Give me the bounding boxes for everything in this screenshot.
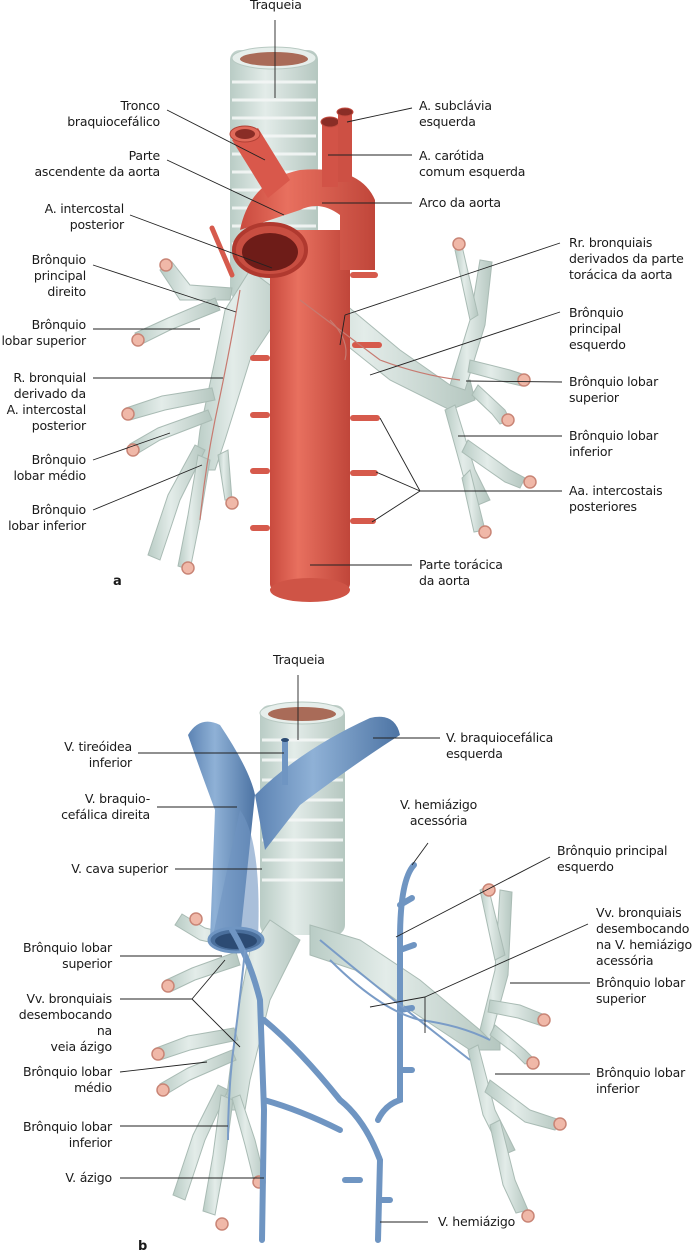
figure-letter-b: b (138, 1239, 148, 1254)
panel-a-arterial-supply: Traqueia Tronco braquiocefálico Parte as… (0, 0, 692, 620)
leader-lines (119, 675, 590, 1223)
bronchial-arteries (199, 289, 461, 521)
left-bronchus-openings (452, 237, 537, 539)
label-bronquio-principal-esquerdo-b: Brônquio principal esquerdo (557, 843, 668, 874)
label-a-carotida-comum-esquerda: A. carótida comum esquerda (419, 148, 526, 179)
label-a-subclavia-esquerda: A. subclávia esquerda (419, 98, 492, 129)
label-v-hemiazigo: V. hemiázigo (438, 1214, 516, 1229)
label-v-hemiazigo-acessoria: V. hemiázigo acessória (400, 797, 478, 828)
label-bronquio-lobar-superior-esquerdo-b: Brônquio lobar superior (596, 975, 686, 1006)
bronchial-veins (227, 939, 491, 1141)
figure-letter-a: a (113, 574, 122, 589)
panel-b-venous-drainage: Traqueia V. tireóidea inferior V. braqui… (0, 640, 692, 1256)
label-v-tireoidea-inferior: V. tireóidea inferior (64, 739, 132, 770)
label-arco-da-aorta: Arco da aorta (419, 195, 501, 210)
label-v-braquiocefalica-esquerda: V. braquiocefálica esquerda (446, 730, 554, 761)
label-bronquio-lobar-medio-b: Brônquio lobar médio (22, 1064, 112, 1095)
label-bronquio-lobar-superior-esquerdo: Brônquio lobar superior (569, 374, 659, 405)
aortic-arch (209, 107, 375, 278)
label-bronquio-lobar-inferior-direito-b: Brônquio lobar inferior (22, 1119, 112, 1150)
bronchus-openings (151, 883, 567, 1231)
azygos-veins (229, 862, 417, 1243)
label-parte-ascendente-aorta: Parte ascendente da aorta (34, 148, 160, 179)
label-bronquio-lobar-superior-direito: Brônquio lobar superior (1, 317, 87, 348)
left-bronchial-tree (309, 885, 561, 1214)
label-vv-bronquiais-hemiazigo: Vv. bronquiais desembocando na V. hemiáz… (596, 905, 692, 968)
right-bronchus-openings (121, 258, 239, 575)
label-traqueia-b: Traqueia (273, 652, 325, 667)
illustration-venous (119, 675, 590, 1243)
label-bronquio-principal-direito: Brônquio principal direito (31, 252, 87, 299)
right-bronchial-tree (155, 913, 301, 1216)
label-v-cava-superior: V. cava superior (71, 861, 168, 876)
label-bronquio-lobar-inferior-direito: Brônquio lobar inferior (8, 502, 86, 533)
illustration-arterial (92, 20, 563, 602)
label-bronquio-lobar-superior-direito-b: Brônquio lobar superior (22, 940, 112, 971)
label-bronquio-principal-esquerdo: Brônquio principal esquerdo (569, 305, 626, 352)
label-tronco-braquiocefalico: Tronco braquiocefálico (67, 98, 160, 129)
label-v-azigo: V. ázigo (65, 1170, 112, 1185)
label-r-bronquial: R. bronquial derivado da A. intercostal … (6, 370, 87, 433)
right-bronchial-tree (125, 261, 291, 571)
label-v-braquiocefalica-direita: V. braquio- cefálica direita (61, 791, 150, 822)
label-parte-toracica-aorta: Parte torácica da aorta (419, 557, 503, 588)
label-rr-bronquiais: Rr. bronquiais derivados da parte toráci… (569, 235, 684, 282)
label-bronquio-lobar-medio: Brônquio lobar médio (13, 452, 86, 483)
label-bronquio-lobar-inferior-esquerdo-b: Brônquio lobar inferior (596, 1065, 686, 1096)
label-bronquio-lobar-inferior-esquerdo: Brônquio lobar inferior (569, 428, 659, 459)
label-traqueia: Traqueia (250, 0, 302, 12)
label-vv-bronquiais-azigo: Vv. bronquiais desembocando na veia ázig… (18, 991, 112, 1054)
label-a-intercostal-posterior: A. intercostal posterior (44, 201, 125, 232)
leader-lines (92, 20, 563, 566)
label-aa-intercostais-posteriores: Aa. intercostais posteriores (569, 483, 663, 514)
